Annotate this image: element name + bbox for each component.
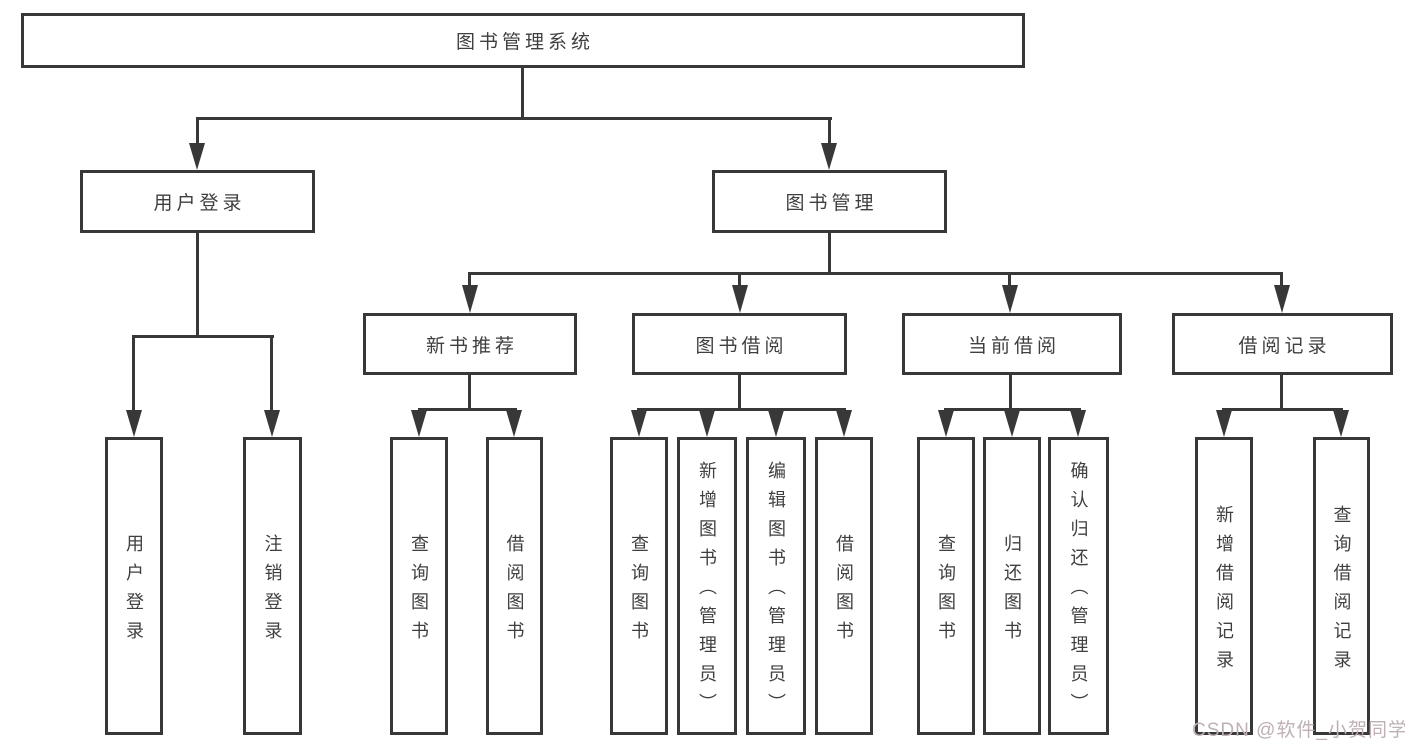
arrow-down-icon: [836, 410, 852, 437]
connector-vline: [132, 335, 135, 412]
node-borrow-record: 借阅记录: [1172, 313, 1393, 375]
connector-vline: [468, 272, 471, 286]
node-label: 当前借阅: [967, 335, 1060, 357]
connector-hline: [468, 272, 1283, 275]
connector-hline: [196, 117, 832, 120]
leaf-label: 查询图书: [409, 533, 429, 650]
arrow-down-icon: [938, 410, 954, 437]
node-new-book-recommend: 新书推荐: [363, 313, 577, 375]
node-current-borrow: 当前借阅: [902, 313, 1122, 375]
node-book-borrow: 图书借阅: [632, 313, 847, 375]
connector-vline: [196, 233, 199, 337]
leaf-logout: 注销登录: [243, 437, 302, 735]
leaf-add-book-admin: 新增图书（管理员）: [677, 437, 737, 735]
leaf-label: 注销登录: [262, 533, 283, 650]
leaf-label: 查询图书: [629, 533, 649, 650]
connector-hline: [418, 408, 517, 411]
connector-hline: [637, 408, 846, 411]
node-label: 借阅记录: [1238, 335, 1331, 357]
arrow-down-icon: [264, 410, 280, 437]
node-label: 图书管理系统: [455, 32, 594, 53]
node-book-management: 图书管理: [712, 170, 947, 233]
leaf-label: 借阅图书: [834, 533, 854, 650]
arrow-down-icon: [768, 410, 784, 437]
arrow-down-icon: [1216, 410, 1232, 437]
leaf-query-borrow-record: 查询借阅记录: [1313, 437, 1370, 735]
arrow-down-icon: [1274, 285, 1290, 313]
connector-vline: [1008, 272, 1011, 286]
node-root: 图书管理系统: [21, 13, 1025, 68]
arrow-down-icon: [462, 285, 478, 313]
arrow-down-icon: [1333, 410, 1349, 437]
arrow-down-icon: [699, 410, 715, 437]
connector-vline: [1280, 375, 1283, 410]
leaf-confirm-return-admin: 确认归还（管理员）: [1048, 437, 1109, 735]
leaf-label: 借阅图书: [504, 533, 525, 650]
connector-vline: [828, 117, 831, 145]
leaf-query-book-2: 查询图书: [610, 437, 668, 735]
arrow-down-icon: [732, 285, 748, 313]
leaf-edit-book-admin: 编辑图书（管理员）: [746, 437, 806, 735]
arrow-down-icon: [411, 410, 427, 437]
leaf-borrow-book-2: 借阅图书: [815, 437, 873, 735]
arrow-down-icon: [631, 410, 647, 437]
node-label: 图书管理: [785, 193, 878, 214]
leaf-label: 编辑图书（管理员）: [766, 461, 786, 722]
leaf-label: 查询借阅记录: [1331, 504, 1352, 679]
leaf-query-book-1: 查询图书: [390, 437, 448, 735]
connector-vline: [270, 335, 273, 412]
connector-hline: [1222, 408, 1343, 411]
leaf-label: 新增借阅记录: [1214, 504, 1234, 679]
connector-vline: [521, 68, 524, 117]
connector-vline: [738, 375, 741, 410]
leaf-query-book-3: 查询图书: [917, 437, 975, 735]
arrow-down-icon: [1070, 410, 1086, 437]
leaf-user-login: 用户登录: [105, 437, 163, 735]
node-label: 用户登录: [153, 193, 246, 214]
connector-vline: [1009, 375, 1012, 410]
connector-vline: [468, 375, 471, 410]
leaf-label: 用户登录: [124, 533, 144, 650]
leaf-borrow-book-1: 借阅图书: [486, 437, 543, 735]
leaf-label: 新增图书（管理员）: [697, 461, 717, 722]
connector-vline: [828, 233, 831, 274]
node-user-login: 用户登录: [80, 170, 315, 233]
connector-hline: [132, 335, 274, 338]
arrow-down-icon: [506, 410, 522, 437]
leaf-add-borrow-record: 新增借阅记录: [1195, 437, 1253, 735]
leaf-label: 归还图书: [1002, 533, 1022, 650]
node-label: 图书借阅: [695, 335, 788, 357]
connector-vline: [196, 117, 199, 145]
arrow-down-icon: [821, 143, 837, 170]
arrow-down-icon: [1004, 410, 1020, 437]
csdn-watermark: CSDN @软件_小贺同学: [1192, 720, 1405, 741]
arrow-down-icon: [189, 143, 205, 170]
leaf-label: 查询图书: [936, 533, 956, 650]
connector-vline: [738, 272, 741, 286]
arrow-down-icon: [126, 410, 142, 437]
connector-hline: [944, 408, 1081, 411]
leaf-return-book: 归还图书: [983, 437, 1041, 735]
node-label: 新书推荐: [425, 335, 518, 357]
connector-vline: [1280, 272, 1283, 286]
arrow-down-icon: [1002, 285, 1018, 313]
leaf-label: 确认归还（管理员）: [1068, 461, 1089, 722]
